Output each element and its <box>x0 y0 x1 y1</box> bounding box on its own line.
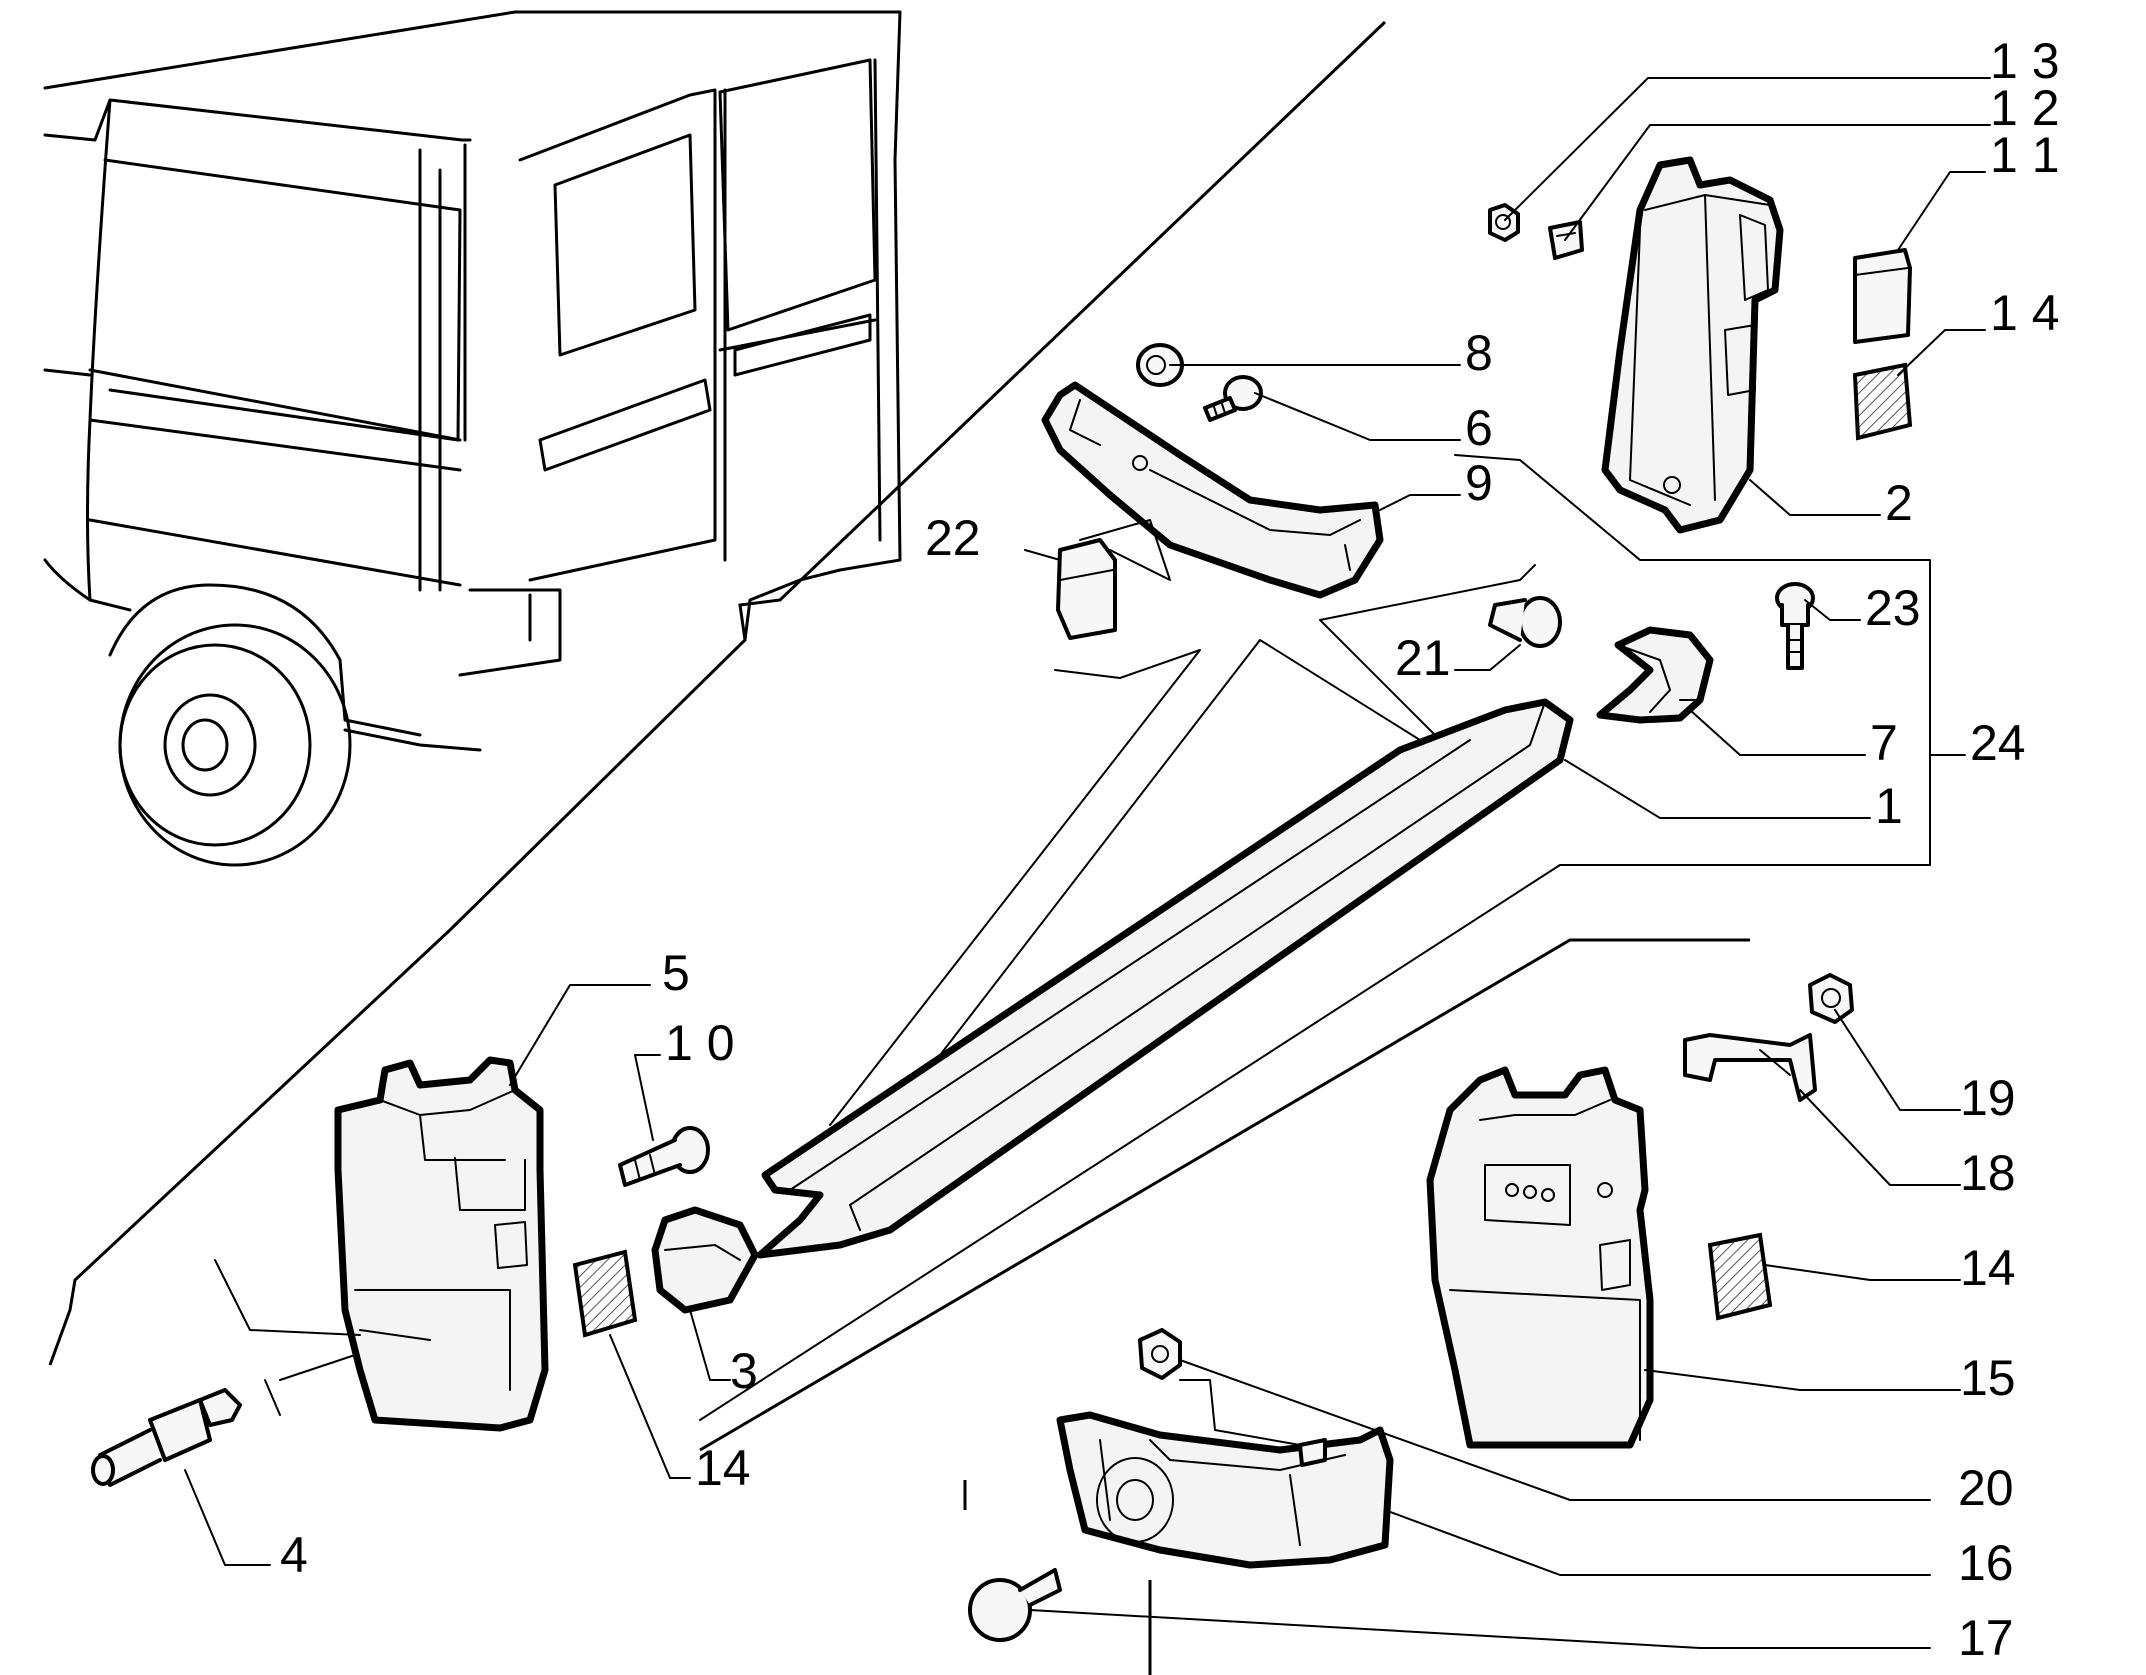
part-10-screw <box>618 1126 710 1187</box>
part-20-nut <box>1138 1328 1182 1380</box>
part-19-nut <box>1808 973 1854 1024</box>
callout-11: 1 1 <box>1990 127 2060 183</box>
part-3-end-cap <box>651 1206 759 1314</box>
van-illustration <box>43 10 902 867</box>
callout-22: 22 <box>925 510 981 566</box>
callout-21: 21 <box>1395 630 1451 686</box>
callout-20: 20 <box>1958 1460 2014 1516</box>
callout-17: 17 <box>1958 1610 2014 1666</box>
callout-14-right: 14 <box>1960 1240 2016 1296</box>
part-23-bolt <box>1775 582 1815 670</box>
callout-12: 1 2 <box>1990 80 2060 136</box>
part-22-cap <box>1056 538 1117 640</box>
part-16-lower-cover <box>1056 1411 1394 1569</box>
part-5-corner-bumper <box>334 1056 549 1432</box>
callout-7: 7 <box>1870 715 1898 771</box>
part-1-side-moulding <box>756 698 1574 1259</box>
callout-14-top: 1 4 <box>1990 285 2060 341</box>
part-11-lens <box>1853 248 1912 344</box>
callout-6: 6 <box>1465 400 1493 456</box>
callout-23: 23 <box>1865 580 1921 636</box>
part-7-end-cap <box>1596 626 1714 724</box>
part-2-tail-light <box>1601 156 1784 534</box>
callout-24: 24 <box>1970 715 2026 771</box>
callout-14-left: 14 <box>695 1440 751 1496</box>
leader-lines <box>184 77 1991 1649</box>
part-21-pin <box>1488 596 1562 648</box>
callout-4: 4 <box>280 1527 308 1583</box>
part-14-reflector-left <box>572 1249 638 1338</box>
callout-19: 19 <box>1960 1070 2016 1126</box>
break-line <box>48 20 1387 1366</box>
callout-3: 3 <box>730 1343 758 1399</box>
callout-labels: 1 3 1 2 1 1 1 4 8 6 9 2 22 23 21 7 24 1 … <box>280 33 2060 1666</box>
guide-lines-moulding <box>829 564 1701 1126</box>
callout-9: 9 <box>1465 455 1493 511</box>
part-14-reflector-top <box>1852 362 1913 441</box>
callout-16: 16 <box>1958 1535 2014 1591</box>
part-15-corner-bumper <box>1426 1066 1654 1449</box>
callout-5: 5 <box>662 945 690 1001</box>
callout-10: 1 0 <box>665 1015 735 1071</box>
part-18-bracket <box>1683 1033 1817 1102</box>
callout-13: 1 3 <box>1990 33 2060 89</box>
callout-8: 8 <box>1465 325 1493 381</box>
part-6-bolt <box>1203 375 1263 422</box>
guide-line-nut <box>1179 1379 1301 1446</box>
break-line-lower <box>699 938 1750 1675</box>
guide-lines-bracket <box>1079 519 1171 581</box>
part-14-reflector-right <box>1707 1232 1773 1321</box>
part-4-push-clip <box>91 1388 242 1487</box>
part-17-knob <box>968 1568 1062 1642</box>
part-9-bracket <box>1041 381 1384 599</box>
callout-18: 18 <box>1960 1145 2016 1201</box>
callout-1: 1 <box>1875 778 1903 834</box>
callout-15: 15 <box>1960 1350 2016 1406</box>
callout-2: 2 <box>1885 475 1913 531</box>
guide-lines-bumper <box>214 1259 361 1416</box>
